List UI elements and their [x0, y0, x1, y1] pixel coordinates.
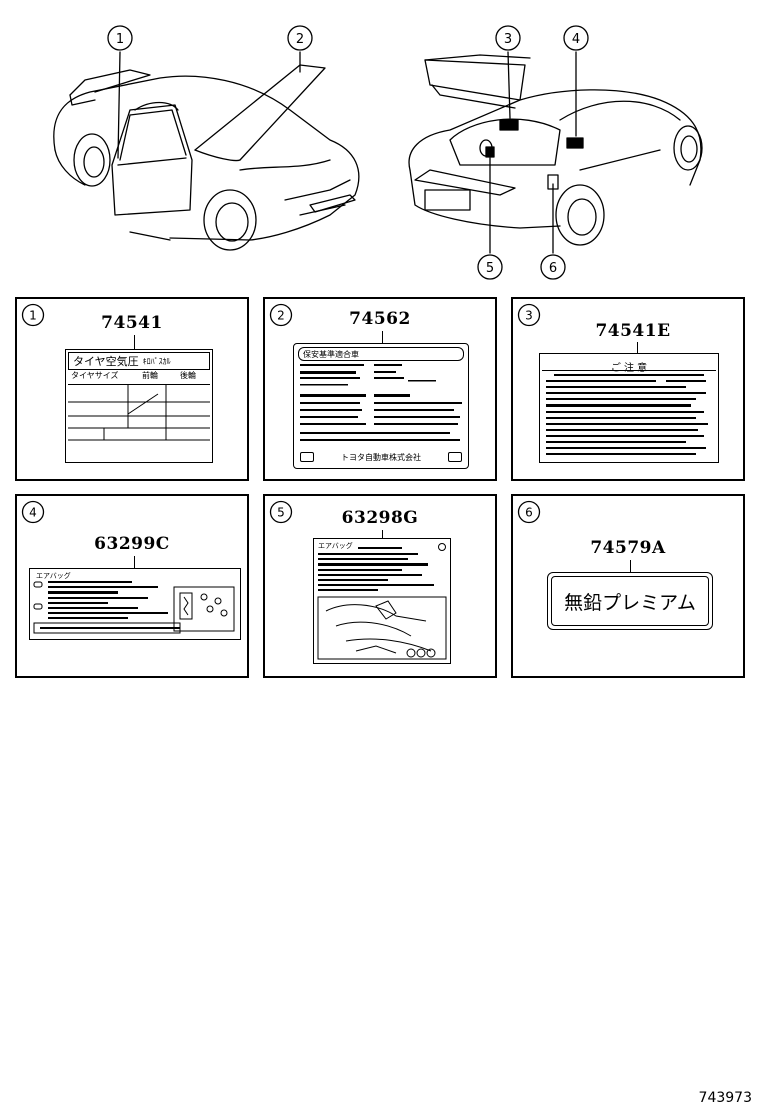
- tire-pressure-label: タイヤ空気圧 ｷﾛﾊﾟｽｶﾙ タイヤサイズ 前輪 後輪: [65, 349, 213, 463]
- svg-text:1: 1: [29, 309, 37, 323]
- panel-index-circle: 5: [269, 500, 293, 524]
- airbag-caution-label: エアバッグ: [313, 538, 451, 664]
- svg-text:2: 2: [277, 309, 285, 323]
- leader-line: [637, 342, 638, 353]
- label-col-front: 前輪: [142, 371, 158, 380]
- part-number: 74541E: [595, 321, 671, 341]
- panel-5: 5 63298G エアバッグ: [263, 494, 497, 678]
- text-lines: [546, 374, 708, 455]
- svg-text:6: 6: [525, 506, 533, 520]
- panel-index-circle: 4: [21, 500, 45, 524]
- callout-4: [563, 25, 589, 51]
- left-car-drawing: [53, 64, 360, 251]
- leader-line: [134, 335, 135, 349]
- panel-index-circle: 1: [21, 303, 45, 327]
- car-illustrations: 1 2 3 4 5 6: [53, 25, 703, 280]
- callout-4-number: 4: [572, 32, 580, 47]
- part-number: 74541: [101, 313, 163, 333]
- right-car-drawing: [408, 54, 703, 246]
- label-grid: [68, 384, 210, 441]
- svg-text:3: 3: [525, 309, 533, 323]
- leader-line: [382, 530, 383, 538]
- label-graphic: [33, 581, 235, 634]
- label-title-unit: ｷﾛﾊﾟｽｶﾙ: [142, 356, 171, 366]
- leader-line: [134, 556, 135, 568]
- airbag-warning-label: エアバッグ: [29, 568, 241, 640]
- premium-unleaded-label: 無鉛プレミアム: [547, 572, 713, 630]
- panel-1: 1 74541 タイヤ空気圧 ｷﾛﾊﾟｽｶﾙ タイヤサイズ 前輪 後輪: [15, 297, 249, 481]
- panel-3: 3 74541E ご 注 意: [511, 297, 745, 481]
- part-number: 63299C: [94, 534, 170, 554]
- diagram-code: 743973: [698, 1090, 752, 1106]
- label-col-rear: 後輪: [180, 371, 196, 380]
- label-footer: トヨタ自動車株式会社: [341, 452, 421, 462]
- callout-3: [495, 25, 521, 51]
- callout-2: [287, 25, 313, 51]
- panel-index-circle: 3: [517, 303, 541, 327]
- caution-label: ご 注 意: [539, 353, 719, 463]
- panel-2: 2 74562 保安基準適合車 トヨタ自動車株式会社: [263, 297, 497, 481]
- panel-index-circle: 6: [517, 500, 541, 524]
- callout-5-number: 5: [486, 261, 494, 276]
- label-graphic: [317, 543, 447, 660]
- label-col-size: タイヤサイズ: [71, 371, 119, 380]
- callout-2-number: 2: [296, 32, 304, 47]
- panel-index-circle: 2: [269, 303, 293, 327]
- part-number: 74579A: [590, 538, 666, 558]
- label-title: エアバッグ: [318, 542, 353, 550]
- callout-5: [477, 254, 503, 280]
- leader-line: [630, 560, 631, 572]
- text-lines: [300, 364, 462, 441]
- label-title: エアバッグ: [36, 572, 71, 580]
- label-title: 保安基準適合車: [303, 349, 359, 359]
- callout-1-number: 1: [116, 32, 124, 47]
- svg-text:5: 5: [277, 506, 285, 520]
- leader-line: [382, 331, 383, 343]
- part-number: 63298G: [341, 508, 419, 528]
- callout-6-number: 6: [549, 261, 557, 276]
- part-number: 74562: [349, 309, 411, 329]
- emission-label: 保安基準適合車 トヨタ自動車株式会社: [293, 343, 469, 469]
- callout-6: [540, 254, 566, 280]
- svg-text:4: 4: [29, 506, 37, 520]
- callout-circles: [107, 25, 589, 280]
- panel-4: 4 63299C エアバッグ: [15, 494, 249, 678]
- label-title: タイヤ空気圧: [73, 355, 139, 368]
- callout-leaders: [117, 51, 577, 254]
- panel-6: 6 74579A 無鉛プレミアム: [511, 494, 745, 678]
- label-title: 無鉛プレミアム: [564, 591, 696, 614]
- label-title: ご 注 意: [610, 363, 648, 374]
- callout-1: [107, 25, 133, 51]
- callout-3-number: 3: [504, 32, 512, 47]
